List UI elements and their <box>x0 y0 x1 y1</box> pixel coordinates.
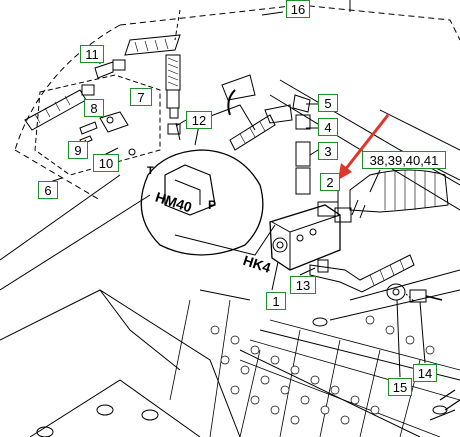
callout-38-41[interactable]: 38,39,40,41 <box>362 151 446 169</box>
port-label-p: P <box>208 198 217 212</box>
callout-14[interactable]: 14 <box>413 364 437 382</box>
callout-6[interactable]: 6 <box>38 181 58 199</box>
callout-11[interactable]: 11 <box>80 45 104 63</box>
callout-10[interactable]: 10 <box>93 154 119 172</box>
callout-9[interactable]: 9 <box>68 141 88 159</box>
callout-13[interactable]: 13 <box>290 276 316 294</box>
callout-16[interactable]: 16 <box>286 0 310 18</box>
port-label-t: T <box>147 165 154 177</box>
callout-8[interactable]: 8 <box>84 99 104 117</box>
callout-7[interactable]: 7 <box>130 88 152 106</box>
callout-15[interactable]: 15 <box>388 378 412 396</box>
callout-5[interactable]: 5 <box>318 94 338 112</box>
red-arrow <box>338 114 390 180</box>
callout-2[interactable]: 2 <box>320 173 340 191</box>
callout-1[interactable]: 1 <box>266 292 286 310</box>
callout-3[interactable]: 3 <box>318 142 338 160</box>
callout-4[interactable]: 4 <box>318 118 338 136</box>
callout-12[interactable]: 12 <box>186 111 212 129</box>
